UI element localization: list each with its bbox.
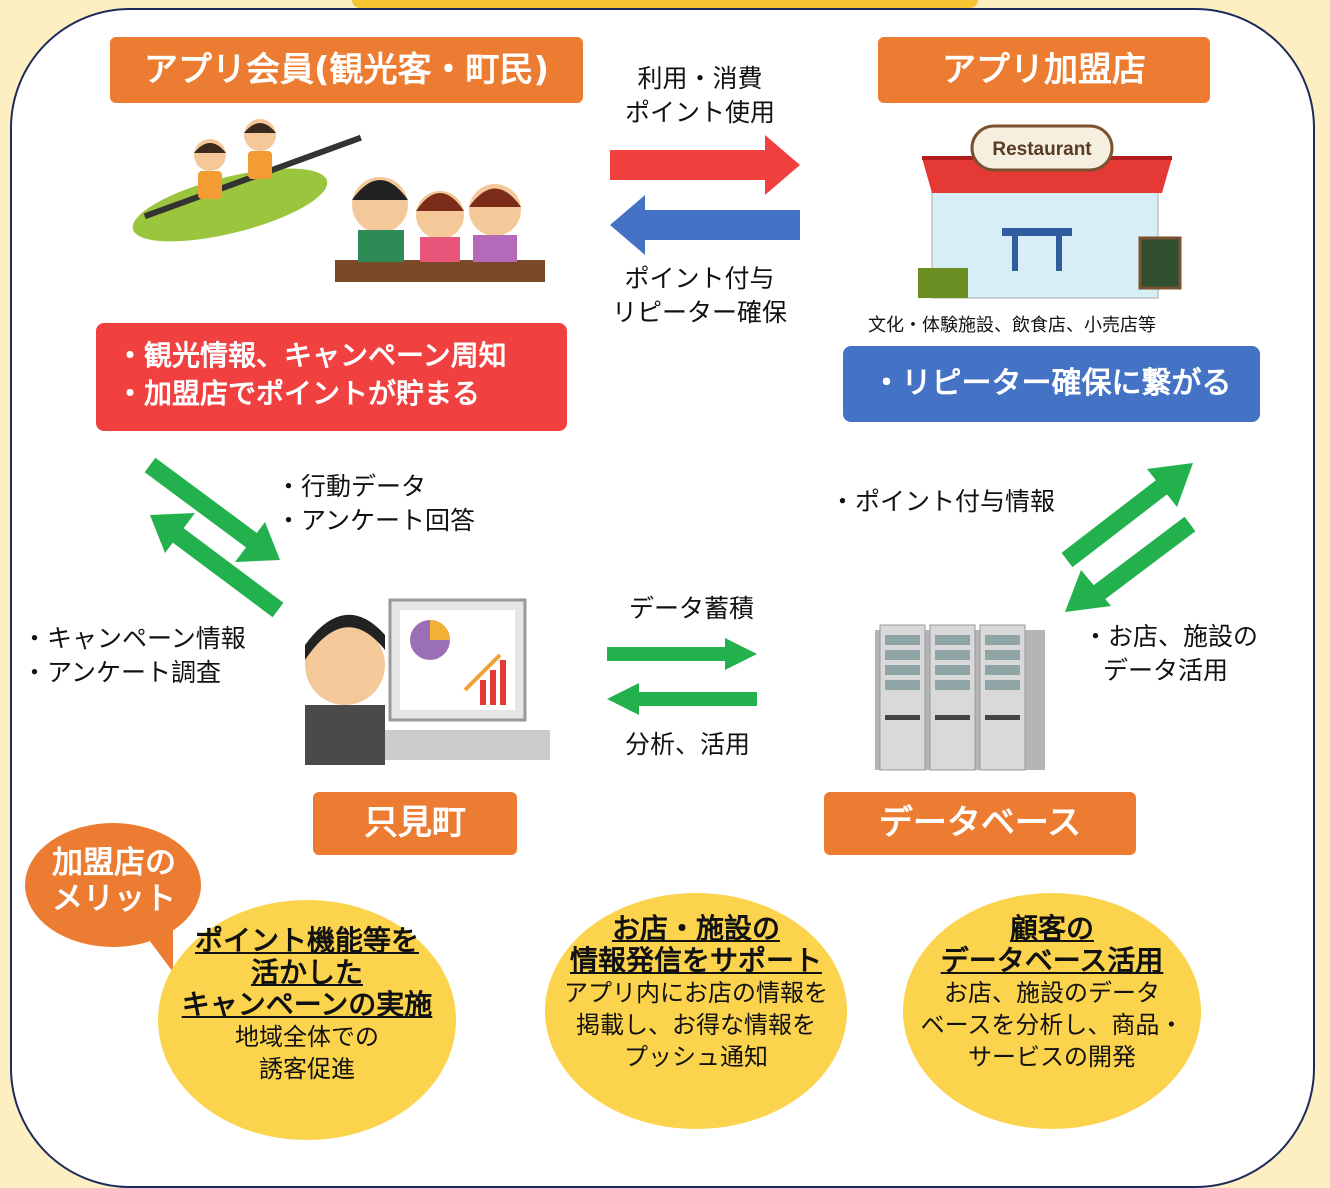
analyst-illustration [305,598,550,765]
grant-arrow [610,195,800,255]
analyze-arrow [607,683,757,715]
grant-text: ポイント付与リピーター確保 [612,264,788,327]
shop-benefit-box: ・リピーター確保に繋がる [843,346,1260,422]
restaurant-illustration: Restaurant [918,124,1182,299]
merit-campaign: ポイント機能等を 活かした キャンペーンの実施 地域全体での 誘客促進 [158,900,456,1140]
members-label: アプリ会員(観光客・町民) [110,37,583,103]
accumulate-arrow [607,638,757,670]
top-banner-edge [352,0,978,8]
shop-caption: 文化・体験施設、飲食店、小売店等 [868,315,1156,336]
member-benefits-box: ・観光情報、キャンペーン周知・加盟店でポイントが貯まる [96,323,567,431]
merit-bubble: 加盟店のメリット [52,845,176,917]
shop-data-text: ・お店、施設の データ活用 [1083,622,1259,685]
members-illustration [132,119,545,282]
accumulate-text: データ蓄積 [629,594,755,623]
analyze-text: 分析、活用 [625,730,751,759]
shop-data-arrow [1065,516,1196,612]
database-label: データベース [824,792,1136,855]
merit-information: お店・施設の 情報発信をサポート アプリ内にお店の情報を 掲載し、お得な情報を … [545,893,847,1129]
campaign-arrow [150,513,284,618]
merit-bubble-shape [25,823,201,972]
database-illustration [875,624,1045,771]
restaurant-sign: Restaurant [992,139,1092,160]
shops-label: アプリ加盟店 [878,37,1210,103]
use-text: 利用・消費ポイント使用 [625,64,776,127]
merit-database: 顧客の データベース活用 お店、施設のデータ ベースを分析し、商品・ サービスの… [903,893,1201,1129]
behavior-arrow [144,457,280,562]
town-label: 只見町 [313,792,517,855]
point-info-arrow [1061,463,1193,568]
point-info-text: ・ポイント付与情報 [830,487,1056,516]
behavior-text: ・行動データ・アンケート回答 [276,472,476,535]
campaign-text: ・キャンペーン情報・アンケート調査 [22,624,246,687]
use-arrow [610,135,800,195]
